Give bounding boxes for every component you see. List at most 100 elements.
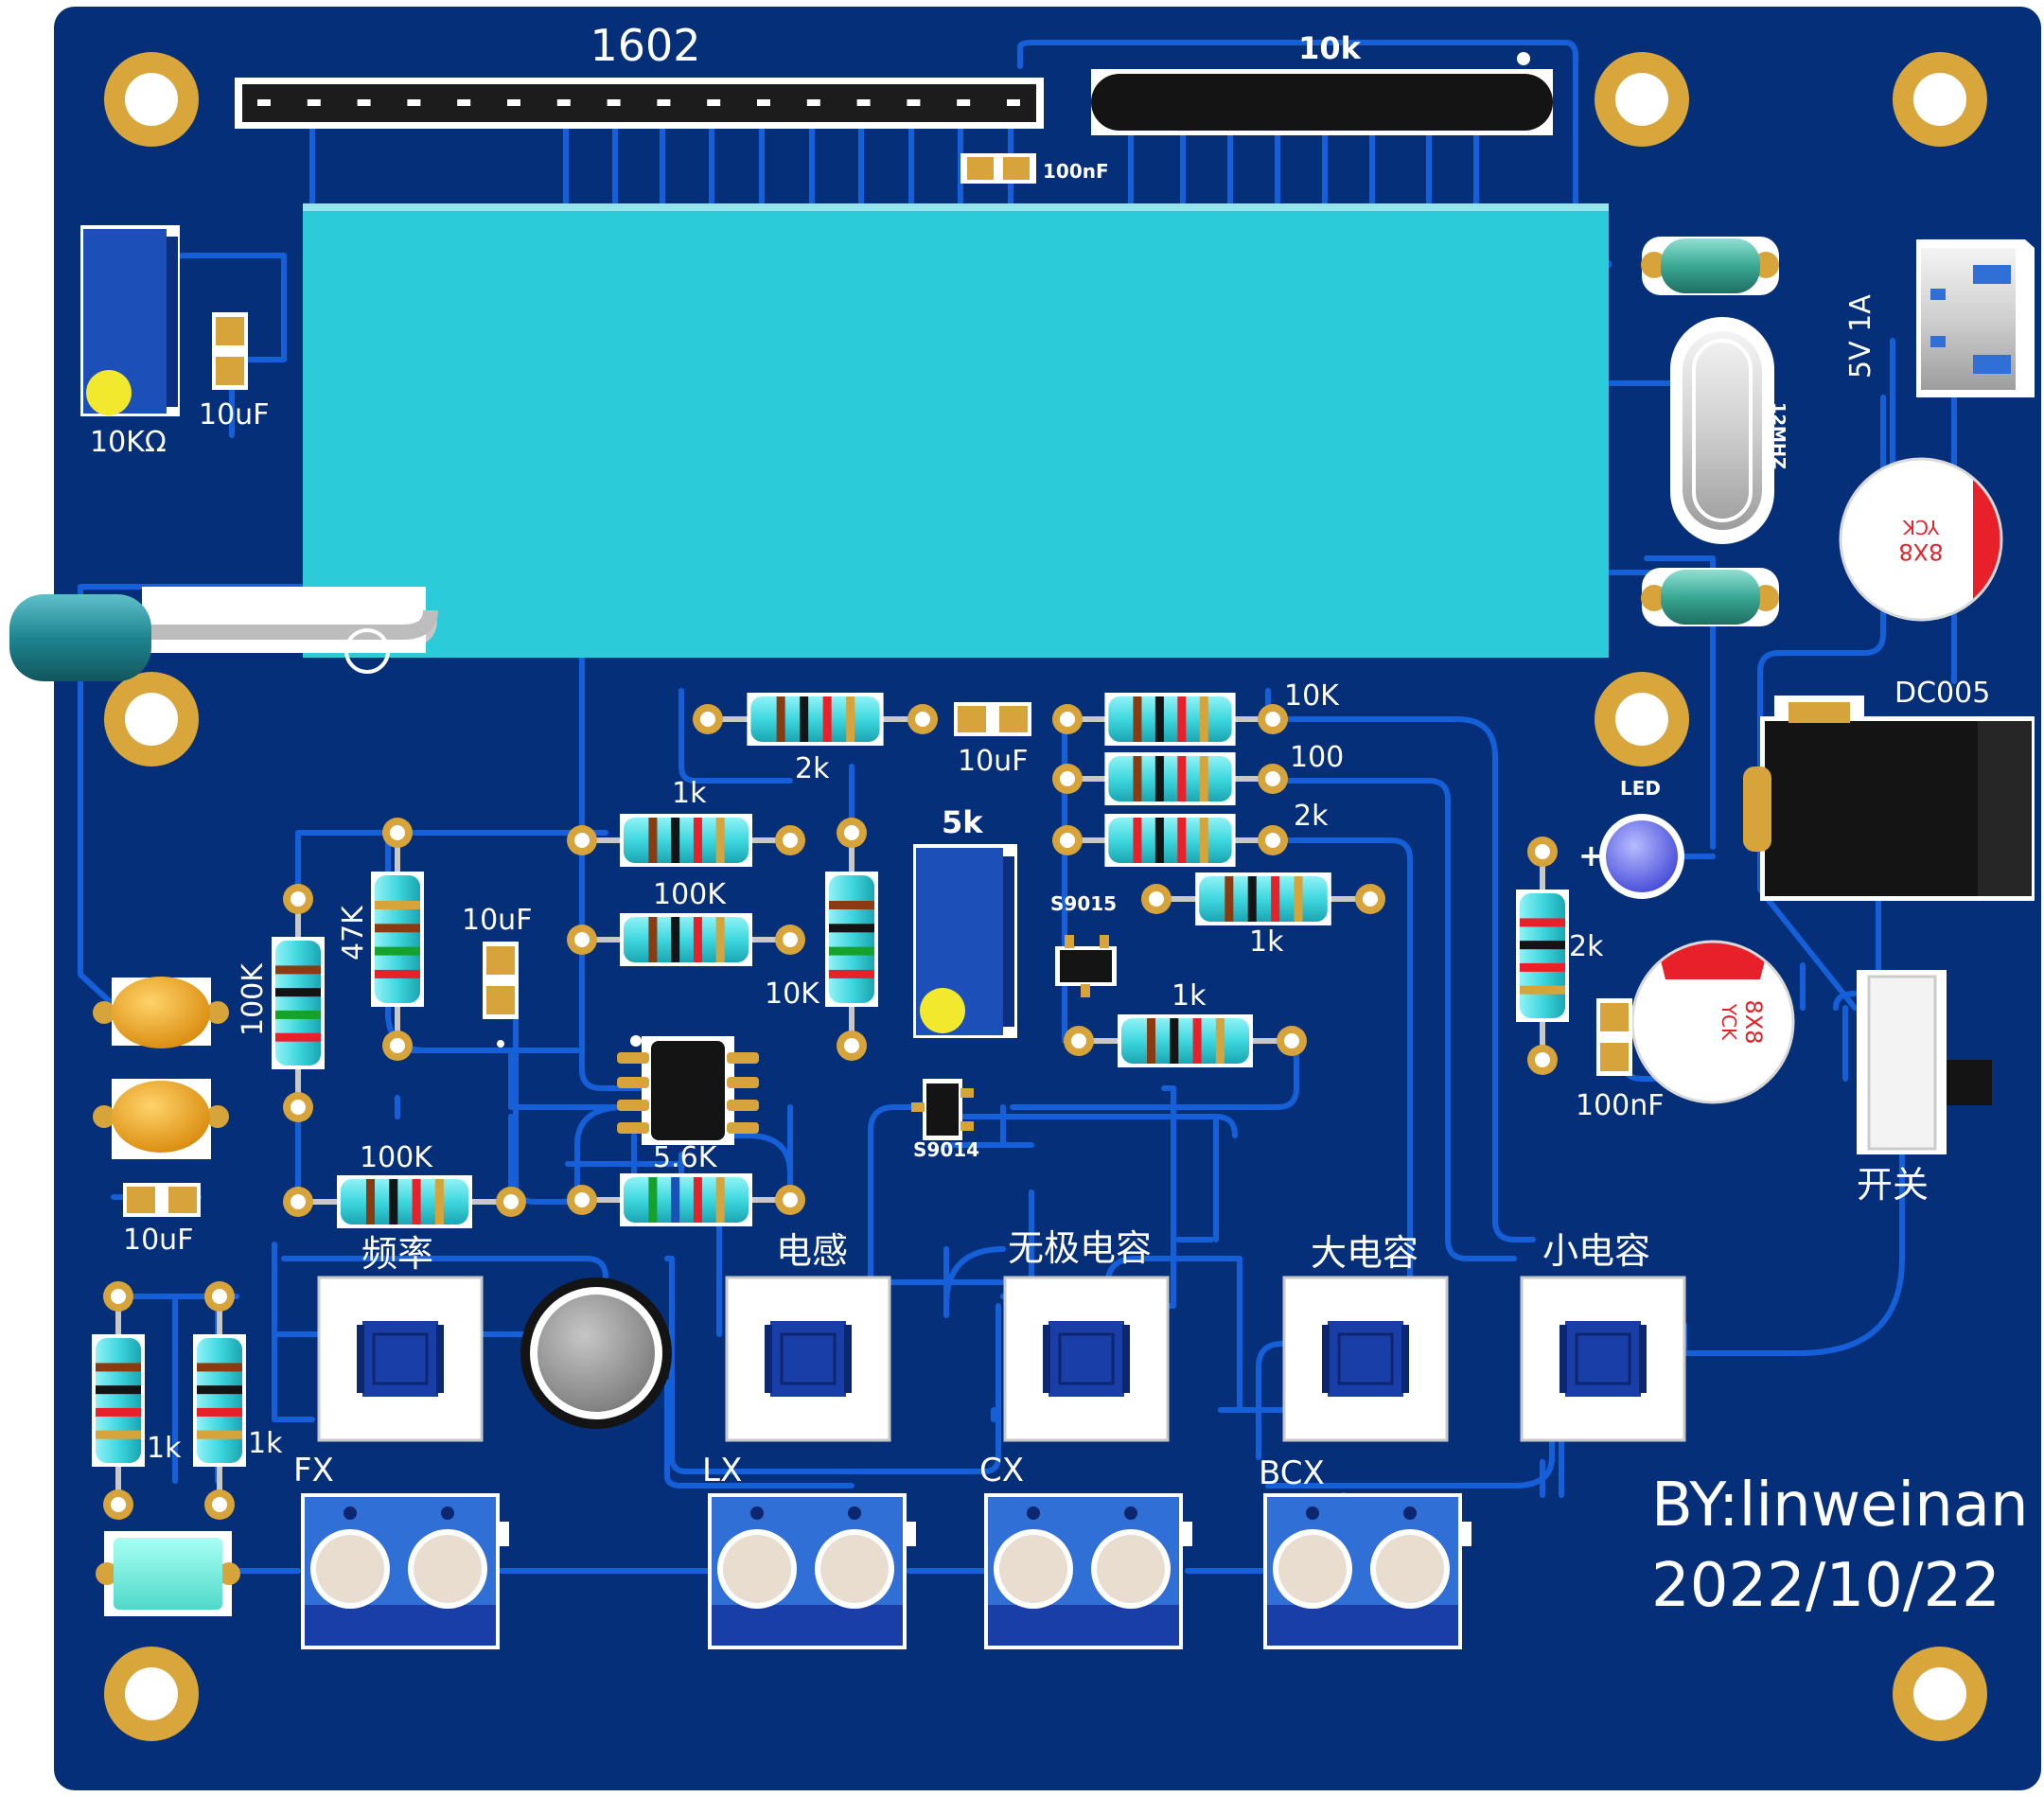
cap-100nf-top-label: 100nF <box>1043 160 1109 183</box>
switch-label: 开关 <box>1857 1164 1929 1206</box>
screw-terminal <box>1263 1493 1471 1649</box>
cx-label: CX <box>979 1452 1024 1489</box>
r-1k-d-label: 1k <box>147 1432 182 1465</box>
header-pin <box>1007 99 1020 106</box>
push-button[interactable] <box>1003 1276 1170 1442</box>
smd-capacitor-100nf-top <box>960 153 1036 184</box>
elec-cap-lower-text: 8X8 <box>1740 1000 1767 1045</box>
lcd-header-label: 1602 <box>590 20 700 71</box>
smd-capacitor-10uf-mid <box>954 702 1031 736</box>
r-1k-b-label: 1k <box>1249 925 1284 959</box>
crystal-label: 12MHZ <box>1769 402 1788 469</box>
push-button[interactable] <box>1282 1276 1449 1442</box>
push-button[interactable] <box>317 1276 484 1442</box>
btn-smallcap-label: 小电容 <box>1542 1230 1650 1272</box>
electrolytic-capacitor-upper <box>1839 457 2003 622</box>
bcx-label: BCX <box>1259 1454 1325 1492</box>
mounting-holes <box>104 52 1987 1741</box>
r-100k-a-label: 100K <box>653 878 727 911</box>
r-2k-top-label: 2k <box>795 752 830 785</box>
led-plus: + <box>1578 837 1604 873</box>
header-pin <box>457 99 471 106</box>
author-label: BY:linweinan <box>1651 1471 2029 1541</box>
lcd-1602-screen <box>303 203 1609 658</box>
r-47k-label: 47K <box>337 905 370 960</box>
smd-capacitor-100nf-b <box>1596 998 1632 1076</box>
led-label: LED <box>1620 777 1661 800</box>
smd-capacitor-10uf-b <box>483 942 519 1048</box>
header-pin <box>307 99 321 106</box>
r-2k-right-label: 2k <box>1294 800 1329 833</box>
r-56k-label: 5.6K <box>653 1141 718 1174</box>
screw-terminal <box>708 1493 916 1649</box>
transistor-s9015 <box>1055 935 1117 997</box>
date-label: 2022/10/22 <box>1651 1551 2000 1621</box>
film-capacitor-upper <box>93 977 229 1048</box>
crystal-12mhz <box>1670 317 1774 544</box>
resistor <box>1064 1014 1307 1067</box>
ceramic-capacitor-lead <box>9 587 438 681</box>
micro-usb-connector <box>1916 239 2035 397</box>
resistor <box>1052 752 1288 805</box>
lcd-pin-header <box>235 78 1044 129</box>
lx-label: LX <box>702 1452 742 1489</box>
transistor-s9014 <box>911 1079 974 1140</box>
film-capacitor-lower <box>93 1079 229 1159</box>
led <box>1599 814 1684 899</box>
header-pin <box>257 99 271 106</box>
cap-left-label: 10uF <box>199 398 269 432</box>
resistor <box>92 1281 145 1520</box>
resistor <box>825 818 878 1061</box>
header-pin <box>407 99 421 106</box>
potentiometer-10k <box>1091 52 1553 135</box>
push-button[interactable] <box>725 1276 891 1442</box>
pot-top-label: 10k <box>1298 30 1362 66</box>
btn-ncap-label: 无极电容 <box>1008 1227 1152 1269</box>
power-rating-label: 5V 1A <box>1844 294 1877 379</box>
resistors <box>92 693 1569 1520</box>
btn-freq-label: 频率 <box>361 1233 433 1275</box>
screw-terminal <box>984 1493 1192 1649</box>
trim-5k-label: 5k <box>942 804 983 840</box>
inductor-bottom <box>1641 568 1779 626</box>
r-10k-right-label: 10K <box>1284 679 1340 713</box>
power-switch[interactable] <box>1857 970 1992 1154</box>
header-pin <box>607 99 621 106</box>
screw-terminals <box>301 1493 1471 1649</box>
header-pin <box>856 99 871 106</box>
trimmer-left-label: 10KΩ <box>90 426 167 459</box>
resistor <box>567 1173 805 1226</box>
fx-label: FX <box>293 1452 334 1489</box>
r-100k-v-label: 100K <box>237 962 270 1036</box>
mounting-hole <box>1595 52 1689 147</box>
header-pin <box>957 99 971 106</box>
dc-jack-label: DC005 <box>1894 677 1990 710</box>
mounting-hole <box>1893 1647 1987 1741</box>
header-pin <box>757 99 770 106</box>
mounting-hole <box>104 1647 199 1741</box>
smd-capacitor-10uf-left <box>212 312 248 390</box>
r-10k-v-label: 10K <box>765 978 820 1011</box>
elec-cap-lower-brand: YCK <box>1718 1003 1740 1041</box>
dc005-jack <box>1743 696 2035 901</box>
buzzer <box>520 1277 672 1429</box>
screw-terminal <box>301 1493 509 1649</box>
push-button[interactable] <box>1520 1276 1686 1442</box>
header-pin <box>556 99 571 106</box>
header-pin <box>907 99 921 106</box>
cap-10uf-b-label: 10uF <box>462 904 532 937</box>
s9015-label: S9015 <box>1050 892 1117 915</box>
r-1k-c-label: 1k <box>1172 979 1207 1013</box>
resistor <box>193 1281 246 1520</box>
resistor <box>1052 693 1288 746</box>
mounting-hole <box>104 52 199 147</box>
header-pin <box>806 99 820 106</box>
resistor <box>371 818 424 1061</box>
resistor <box>567 913 805 966</box>
resistor <box>1052 814 1288 867</box>
fuse <box>96 1531 240 1616</box>
elec-cap-upper-brand: YCK <box>1902 516 1940 538</box>
r-1k-e-label: 1k <box>248 1427 283 1460</box>
cap-10uf-c-label: 10uF <box>123 1224 193 1257</box>
